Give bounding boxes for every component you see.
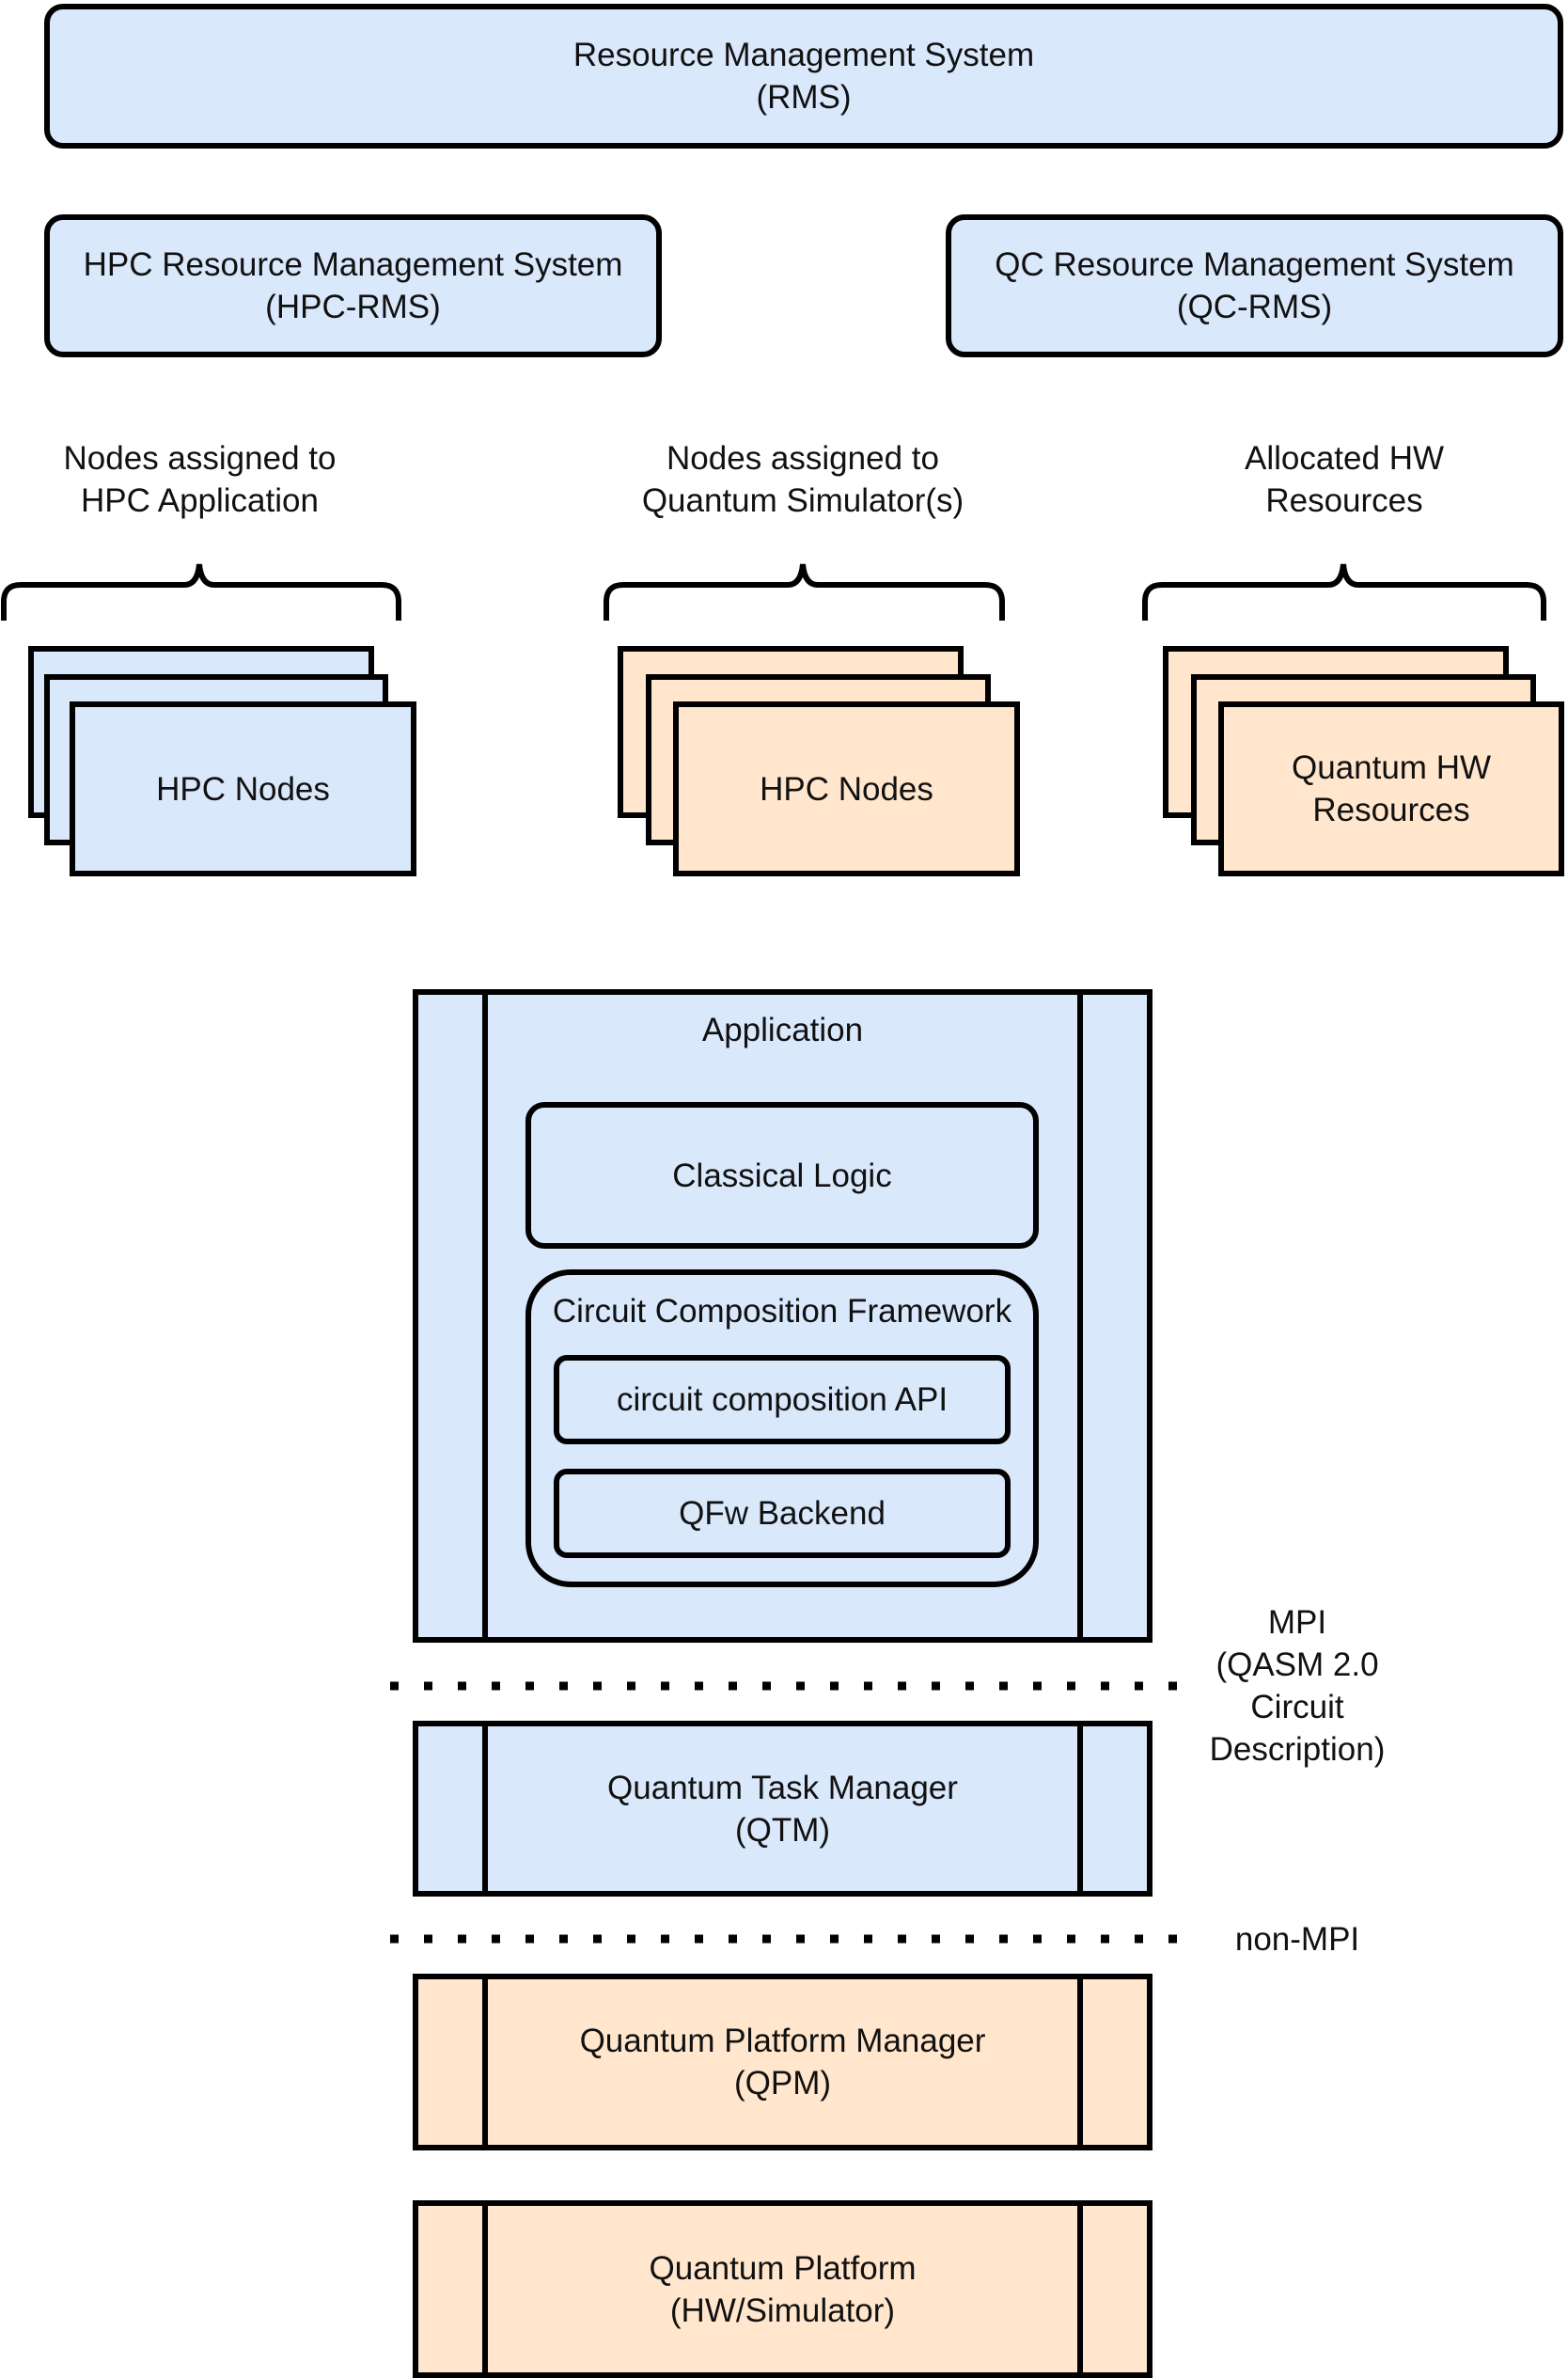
rms-box: Resource Management System (RMS) (44, 4, 1563, 149)
circuit-composition-api-label: circuit composition API (616, 1381, 949, 1418)
classical-logic-box: Classical Logic (525, 1102, 1039, 1249)
qfw-backend-box: QFw Backend (554, 1469, 1011, 1558)
hpc-rms-box: HPC Resource Management System (HPC-RMS) (44, 214, 662, 357)
rms-title: Resource Management System (572, 37, 1035, 73)
application-left-bar (418, 995, 488, 1637)
qtm-title: Quantum Task Manager (607, 1769, 958, 1806)
mpi-interface-label: MPI (QASM 2.0 Circuit Description) (1209, 1604, 1386, 1768)
qc-rms-title: QC Resource Management System (995, 246, 1514, 283)
brace-hpc-application (1, 563, 401, 621)
caption-quantum-simulators: Nodes assigned to Quantum Simulator(s) (641, 440, 964, 519)
application-title: Application (701, 1011, 864, 1048)
sim-nodes-label: HPC Nodes (760, 770, 933, 808)
qhw-label-line2: Resources (1312, 792, 1470, 828)
platform-left-bar (418, 2206, 488, 2372)
quantum-platform-box: Quantum Platform (HW/Simulator) (413, 2200, 1152, 2378)
qtm-content: Quantum Task Manager (QTM) (488, 1726, 1077, 1891)
qpm-title: Quantum Platform Manager (579, 2023, 986, 2059)
circuit-composition-api-box: circuit composition API (554, 1355, 1011, 1444)
platform-title: Quantum Platform (649, 2249, 917, 2287)
caption-hpc-application: Nodes assigned to HPC Application (63, 440, 337, 519)
qc-rms-abbrev: (QC-RMS) (1176, 289, 1333, 325)
framework-title: Circuit Composition Framework (552, 1293, 1012, 1330)
qtm-abbrev: (QTM) (734, 1811, 831, 1849)
hpc-node-front: HPC Nodes (70, 701, 416, 876)
qhw-front: Quantum HW Resources (1218, 701, 1564, 876)
platform-right-bar (1077, 2206, 1147, 2372)
qpm-right-bar (1077, 1979, 1147, 2145)
qtm-box: Quantum Task Manager (QTM) (413, 1721, 1152, 1897)
qpm-abbrev: (QPM) (733, 2065, 832, 2102)
hpc-rms-abbrev: (HPC-RMS) (265, 289, 441, 325)
brace-quantum-simulators (604, 563, 1005, 621)
rms-abbrev: (RMS) (756, 79, 852, 116)
platform-content: Quantum Platform (HW/Simulator) (488, 2206, 1077, 2372)
classical-logic-label: Classical Logic (672, 1157, 892, 1194)
application-right-bar (1077, 995, 1147, 1637)
brace-allocated-hw (1142, 563, 1546, 621)
qc-rms-box: QC Resource Management System (QC-RMS) (946, 214, 1563, 357)
qhw-label-line1: Quantum HW (1292, 749, 1491, 786)
qpm-left-bar (418, 1979, 488, 2145)
hpc-nodes-label: HPC Nodes (156, 770, 330, 808)
platform-subtitle: (HW/Simulator) (669, 2291, 896, 2329)
hpc-rms-title: HPC Resource Management System (83, 246, 623, 283)
qpm-box: Quantum Platform Manager (QPM) (413, 1974, 1152, 2150)
qtm-right-bar (1077, 1726, 1147, 1891)
non-mpi-interface-label: non-MPI (1234, 1920, 1360, 1958)
qfw-backend-label: QFw Backend (679, 1495, 886, 1532)
sim-node-front: HPC Nodes (673, 701, 1020, 876)
caption-allocated-hw: Allocated HW Resources (1244, 440, 1445, 519)
qtm-left-bar (418, 1726, 488, 1891)
qpm-content: Quantum Platform Manager (QPM) (488, 1979, 1077, 2145)
